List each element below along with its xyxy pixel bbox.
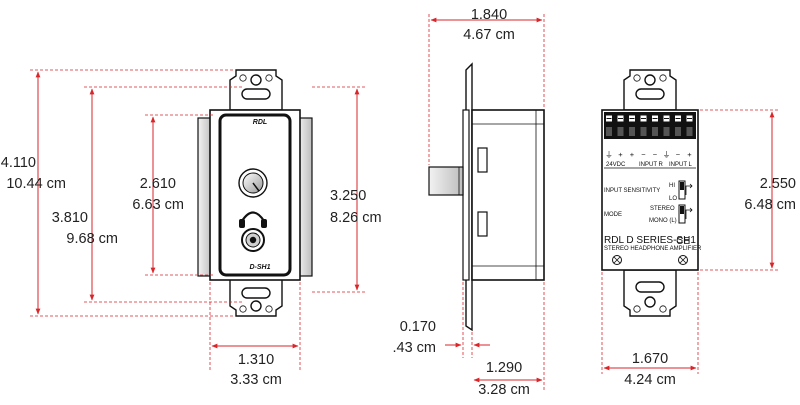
dim-rear-width-in: 1.670 [632,351,668,367]
side-dimensions [428,14,545,392]
volume-knob [238,168,268,198]
headphone-jack [241,228,265,252]
rear-ce-mark: CE [676,236,690,247]
dim-flange-in: 0.170 [400,319,436,335]
front-brand-label: RDL [253,119,267,126]
terminal-symbol: − [676,150,681,159]
front-model-label: D-SH1 [249,264,270,271]
terminal-screw-icon [639,114,648,136]
dim-plate-width-cm: 3.33 cm [230,372,282,388]
dim-plate-height-in: 2.610 [140,176,176,192]
dim-body-height-in: 3.250 [330,188,366,204]
dim-depth-total-in: 1.840 [471,7,507,23]
dim-rear-width-cm: 4.24 cm [624,372,676,388]
dim-flange-cm: .43 cm [392,340,436,356]
side-knob [428,166,464,196]
terminal-screw-icon [628,114,636,136]
terminal-screw-icon [674,114,682,136]
rear-mono-label: MONO (L) [649,218,677,224]
rear-mode-label: MODE [604,212,622,218]
front-dimensions [30,69,365,372]
terminal-symbol: + [687,150,692,159]
dim-plate-height-cm: 6.63 cm [132,197,184,213]
sensitivity-switch [678,180,693,200]
rear-subtitle: STEREO HEADPHONE AMPLIFIER [604,246,702,252]
rear-lo-label: LO [669,196,677,202]
rear-series-title: RDL D SERIES-SH1 [604,235,696,246]
front-bottom-ear [229,276,283,317]
terminal-symbol: ⏚ [663,150,671,159]
rear-left-screw-icon [612,255,622,265]
terminal-symbol: − [653,150,658,159]
dim-depth-body-in: 1.290 [486,360,522,376]
terminal-symbol: − [641,150,646,159]
terminal-symbols: ⏚++−−⏚−+ [605,150,692,159]
dim-mount-height-cm: 9.68 cm [66,231,118,247]
rear-input-r-label: INPUT R [639,162,664,168]
terminal-screw-icon [662,114,671,136]
mode-switch [678,204,693,224]
rear-stereo-label: STEREO [650,206,675,212]
dim-overall-height-cm: 10.44 cm [6,176,66,192]
terminal-block [604,112,696,139]
rear-hi-label: HI [669,183,675,189]
terminal-symbol: + [630,150,635,159]
side-body [471,109,545,281]
dim-body-height-cm: 8.26 cm [330,210,382,226]
dim-depth-total-cm: 4.67 cm [463,27,515,43]
terminal-screw-icon [651,114,659,136]
terminal-symbol: + [618,150,623,159]
terminal-screw-icon [685,114,694,136]
rear-sensitivity-label: INPUT SENSITIVITY [604,188,660,194]
front-view: RDL D-SH1 [197,69,313,317]
dim-mount-height-in: 3.810 [52,210,88,226]
rear-dimensions [601,109,780,374]
dim-overall-height-in: 4.110 [1,155,36,171]
terminal-screw-icon [616,114,625,136]
front-top-ear [229,69,283,111]
rear-top-ear [623,69,677,111]
dim-rear-height-in: 2.550 [760,176,796,192]
terminal-symbol: ⏚ [605,150,613,159]
rear-right-screw-icon [678,255,688,265]
headphone-icon [239,211,267,228]
rear-input-l-label: INPUT L [669,162,693,168]
rear-view: ⏚++−−⏚−+ 24VDC INPUT R INPUT L INPUT SEN… [601,69,702,317]
rear-power-label: 24VDC [606,162,626,168]
dim-plate-width-in: 1.310 [238,352,274,368]
terminal-screw-icon [605,114,613,136]
side-view [428,62,545,332]
dim-depth-body-cm: 3.28 cm [478,382,530,398]
rear-bottom-ear [623,269,677,317]
dim-rear-height-cm: 6.48 cm [744,197,796,213]
